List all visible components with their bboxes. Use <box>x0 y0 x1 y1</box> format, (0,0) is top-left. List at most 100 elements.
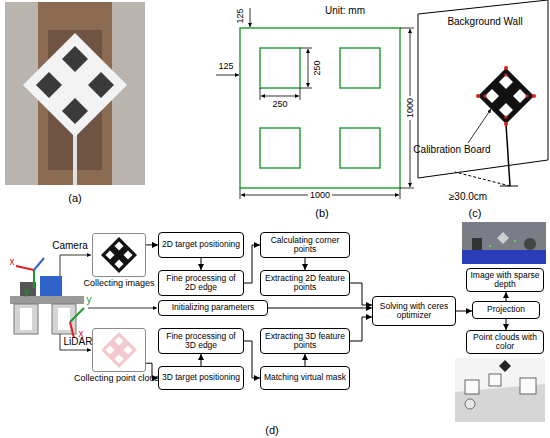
render-cube <box>472 238 482 250</box>
board-hole <box>115 355 124 364</box>
sensor-rig <box>10 255 157 350</box>
dimension-label: 1000 <box>308 191 332 200</box>
corner-dot <box>504 115 507 118</box>
hole-outline <box>260 48 300 88</box>
rig-plate <box>10 296 84 304</box>
depth-point <box>514 240 516 242</box>
corner-dot <box>476 94 480 98</box>
cloud-board <box>499 360 511 372</box>
board-outline <box>240 28 400 188</box>
dimension-arrow <box>261 96 299 97</box>
node-text: Point clouds with color <box>469 333 541 352</box>
distance-line <box>455 172 510 186</box>
axis-label: y <box>25 287 30 297</box>
dimension-label: 125 <box>218 62 233 71</box>
board-hole <box>115 242 124 251</box>
process-box: Fine processing of 3D edge <box>158 328 244 354</box>
cloud-background <box>455 358 545 422</box>
board-hole <box>124 346 133 355</box>
axis-y <box>70 308 84 322</box>
flow-arrow <box>350 283 372 305</box>
flow-arrow <box>244 245 260 283</box>
process-box: Solving with ceres optimizer <box>372 296 456 326</box>
flow-arrow <box>146 244 158 245</box>
corner-dot <box>504 73 507 76</box>
axis-y <box>33 270 35 288</box>
camera-body <box>40 276 62 296</box>
process-box: Projection <box>472 301 540 319</box>
render-board <box>497 232 509 244</box>
process-box: Calculating corner points <box>260 232 350 258</box>
distance-label: ≥30.0cm <box>449 192 487 202</box>
sensor-name: Camera <box>52 241 88 251</box>
photo-wall <box>5 2 145 185</box>
board-hole <box>115 260 124 269</box>
unit-note: Unit: mm <box>325 6 365 16</box>
setup-sketch <box>418 0 548 186</box>
node-text: Matching virtual mask <box>264 373 346 382</box>
corner-dot <box>504 66 508 70</box>
image-node: Collecting images <box>92 233 146 277</box>
hole-outline <box>340 128 380 168</box>
render-wall <box>462 222 546 250</box>
panel-label: (b) <box>315 208 328 219</box>
node-text: 3D target positioning <box>162 373 240 382</box>
sparse-depth-image <box>462 222 546 264</box>
extension-line <box>300 88 312 89</box>
sensor-name: LiDAR <box>64 337 93 347</box>
leader-line <box>60 255 91 276</box>
node-text: Extracting 3D feature points <box>263 332 347 351</box>
axis-label: x <box>79 329 84 339</box>
dimension-arrow <box>308 49 309 87</box>
flow-arrow <box>201 354 202 366</box>
render-background <box>462 222 546 264</box>
board-hole <box>485 89 499 103</box>
flow-arrow <box>244 341 260 378</box>
extension-line <box>240 188 241 199</box>
node-text: Fine processing of 2D edge <box>161 274 241 293</box>
process-box: Initializing parameters <box>158 300 268 316</box>
render-sphere <box>524 238 536 250</box>
depth-point <box>489 245 491 247</box>
process-box: Extracting 3D feature points <box>260 328 350 354</box>
node-text: Calculating corner points <box>263 236 347 255</box>
panel-label: (c) <box>469 208 482 219</box>
hole-outline <box>340 48 380 88</box>
flow-arrow <box>305 354 306 366</box>
board-hole <box>115 337 124 346</box>
process-box: Extracting 2D feature points <box>260 270 350 296</box>
cloud-cube <box>465 380 479 394</box>
part-name: Calibration Board <box>413 145 490 155</box>
render-floor <box>462 250 546 264</box>
corner-dot <box>483 94 486 97</box>
board-hole <box>106 346 115 355</box>
stand-window <box>20 308 32 330</box>
dimension-label: 250 <box>313 60 322 75</box>
dimension-label: 125 <box>236 8 245 23</box>
extension-line <box>300 88 301 100</box>
process-box: Matching virtual mask <box>260 366 350 390</box>
calibration-board <box>23 33 127 137</box>
board-hole <box>36 72 62 98</box>
part-name: Background Wall <box>447 17 522 27</box>
corner-dot <box>525 94 528 97</box>
node-text: Collecting images <box>83 278 154 288</box>
extension-line <box>300 48 312 49</box>
flow-arrow <box>456 311 472 312</box>
flow-arrow <box>201 258 202 270</box>
flow-arrow <box>146 363 158 378</box>
board-hole <box>88 72 114 98</box>
cloud-cube <box>489 374 501 386</box>
axis-x <box>70 322 74 338</box>
flow-arrow <box>506 292 507 301</box>
dimension-label: 250 <box>272 100 287 109</box>
board-photo <box>5 2 145 185</box>
image-thumbnail <box>101 237 137 273</box>
hole-outline <box>260 128 300 168</box>
leader-line <box>88 308 157 309</box>
board-hole <box>124 251 133 260</box>
node-text: Initializing parameters <box>172 303 255 312</box>
node-text: Collecting point clouds <box>74 373 164 383</box>
calibration-board <box>101 237 137 273</box>
flow-arrow <box>305 258 306 270</box>
